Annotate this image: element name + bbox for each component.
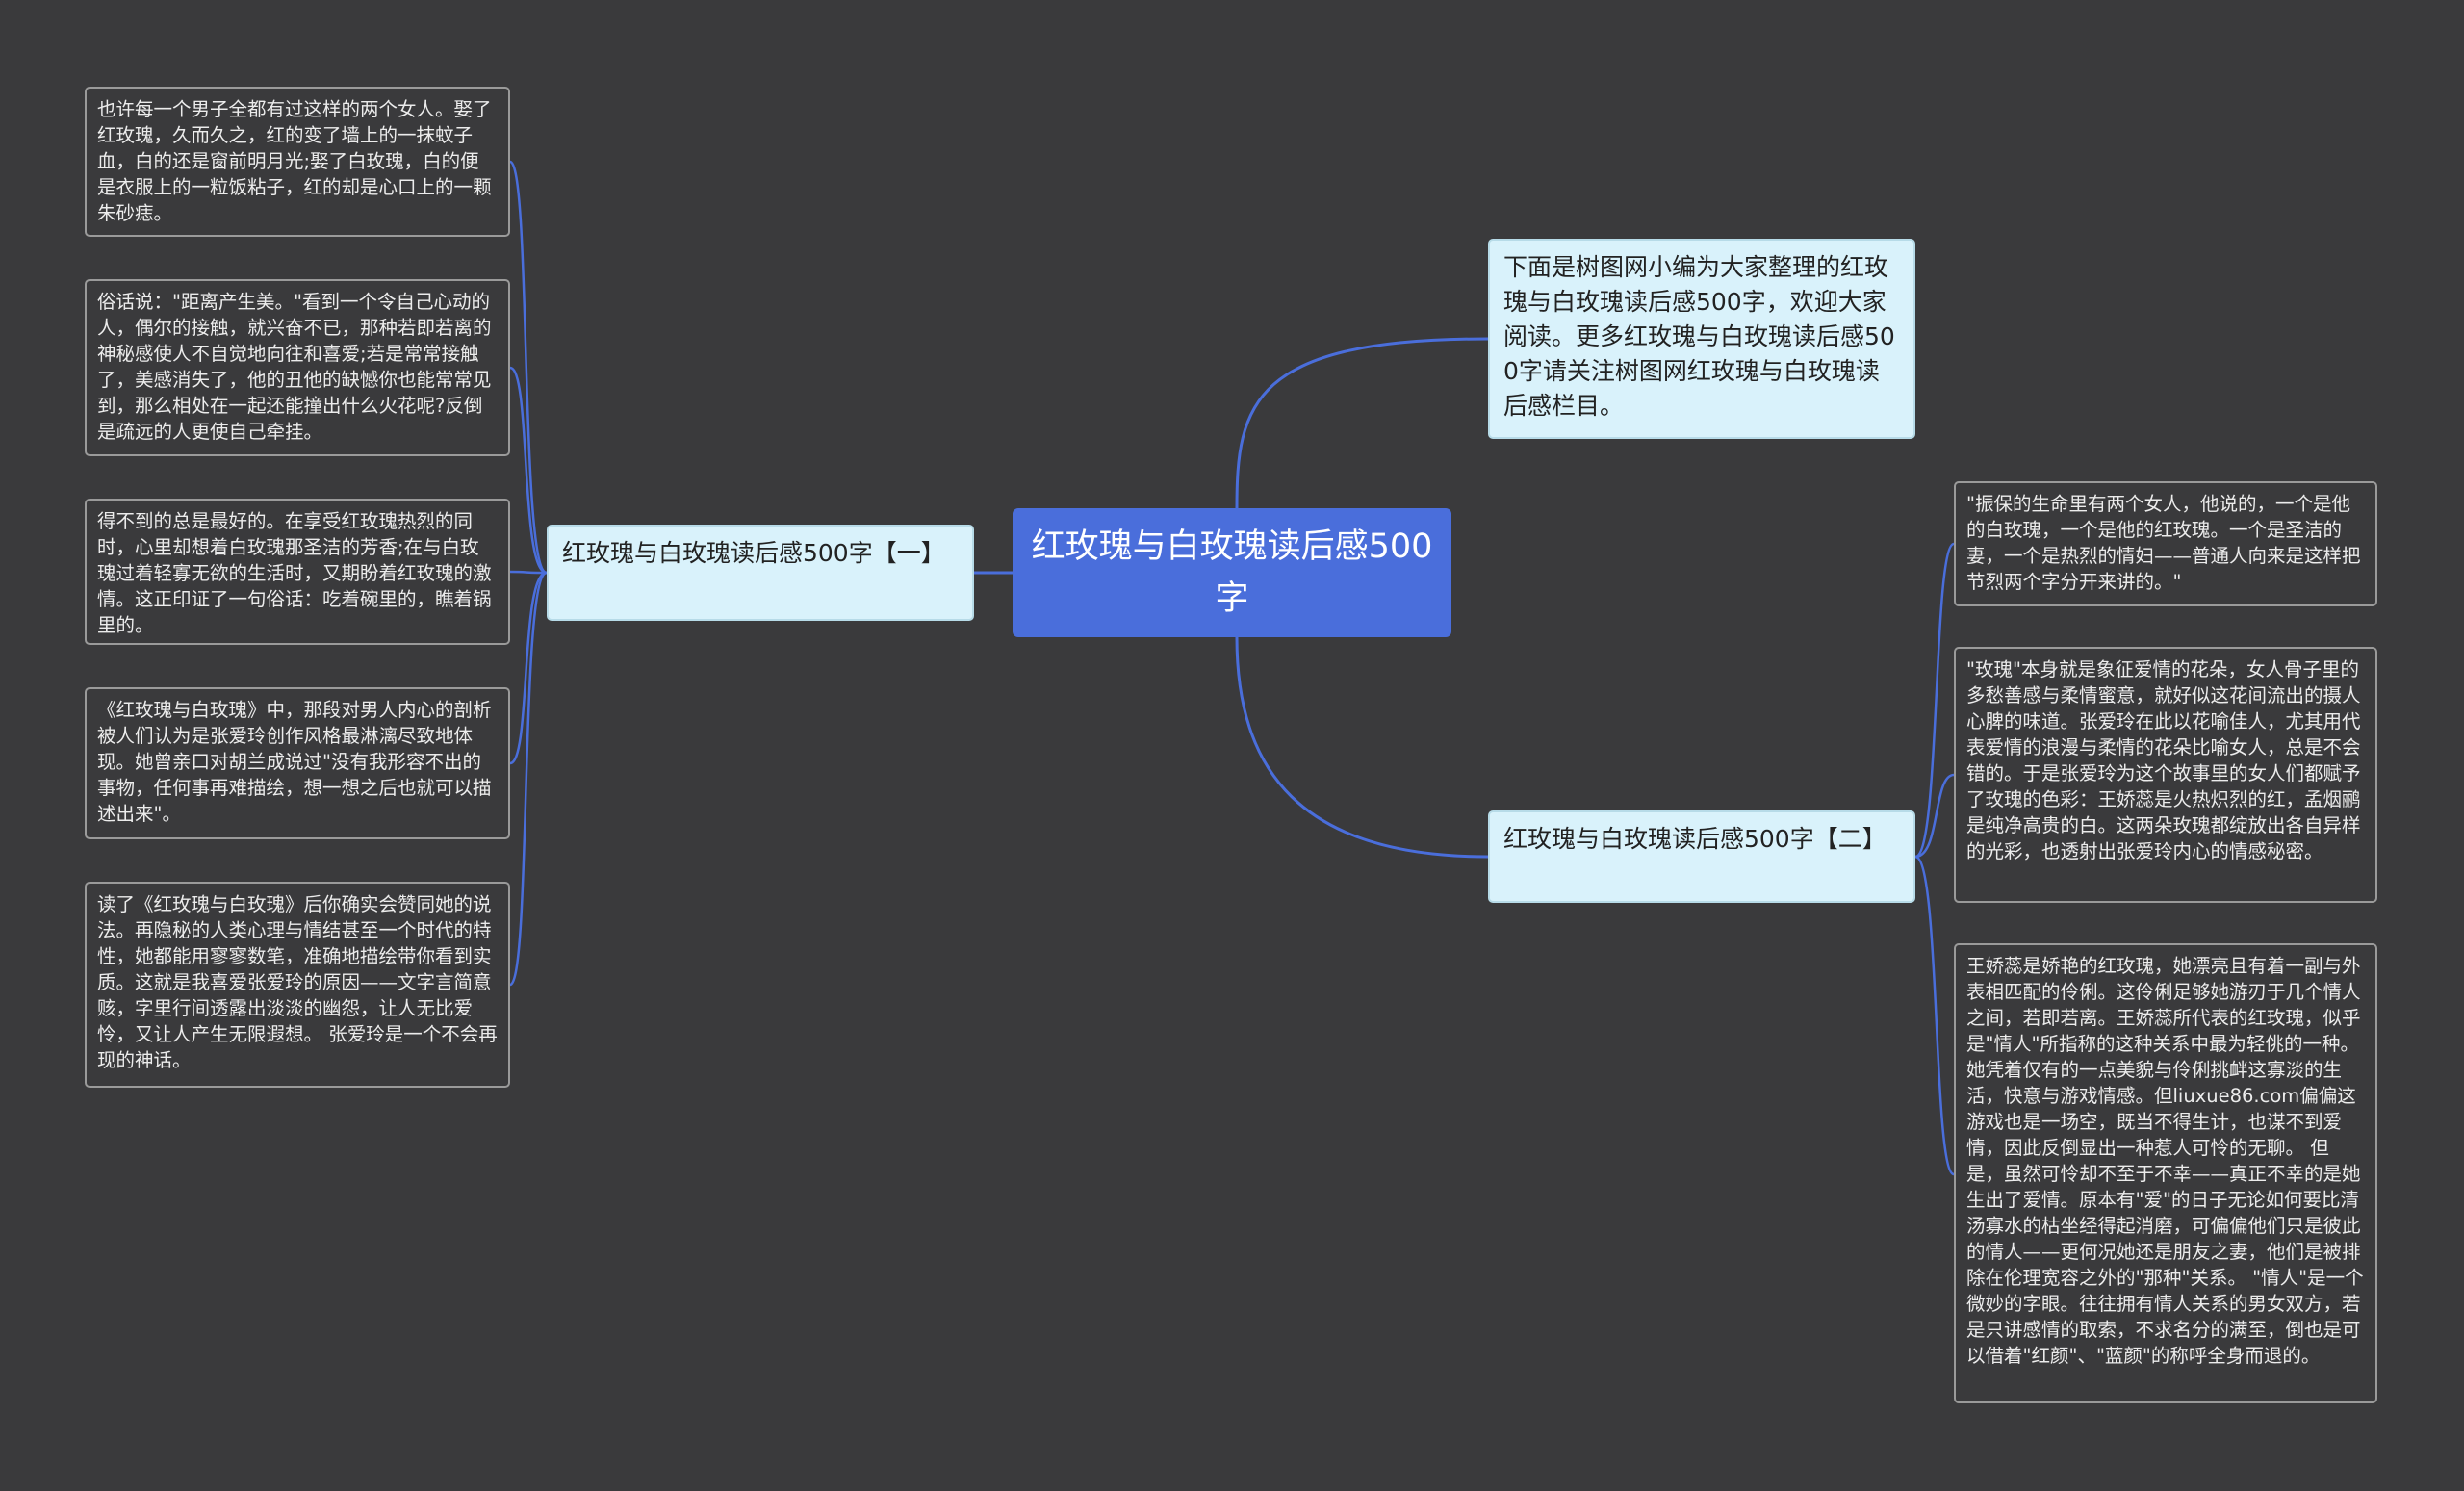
branch-one-leaf-3[interactable]: 得不到的总是最好的。在享受红玫瑰热烈的同时，心里却想着白玫瑰那圣洁的芳香;在与白… bbox=[85, 499, 510, 645]
leaf-text: 《红玫瑰与白玫瑰》中，那段对男人内心的剖析被人们认为是张爱玲创作风格最淋漓尽致地… bbox=[97, 699, 492, 825]
link-branch-one-leaf-3 bbox=[509, 570, 548, 575]
leaf-text: 王娇蕊是娇艳的红玫瑰，她漂亮且有着一副与外表相匹配的伶俐。这伶俐足够她游刃于几个… bbox=[1966, 955, 2364, 1367]
leaf-text: "振保的生命里有两个女人，他说的，一个是他的白玫瑰，一个是他的红玫瑰。一个是圣洁… bbox=[1966, 493, 2361, 593]
leaf-text: "玫瑰"本身就是象征爱情的花朵，女人骨子里的多愁善感与柔情蜜意，就好似这花间流出… bbox=[1966, 658, 2361, 862]
branch-one-leaf-5[interactable]: 读了《红玫瑰与白玫瑰》后你确实会赞同她的说法。再隐秘的人类心理与情结甚至一个时代… bbox=[85, 882, 510, 1088]
link-branch-two-leaf-1 bbox=[1914, 542, 1956, 859]
branch-one-label: 红玫瑰与白玫瑰读后感500字【一】 bbox=[562, 539, 945, 567]
link-root-intro bbox=[1235, 337, 1489, 509]
branch-two-leaf-2[interactable]: "玫瑰"本身就是象征爱情的花朵，女人骨子里的多愁善感与柔情蜜意，就好似这花间流出… bbox=[1954, 647, 2377, 903]
branch-two-leaf-1[interactable]: "振保的生命里有两个女人，他说的，一个是他的白玫瑰，一个是他的红玫瑰。一个是圣洁… bbox=[1954, 481, 2377, 606]
leaf-text: 读了《红玫瑰与白玫瑰》后你确实会赞同她的说法。再隐秘的人类心理与情结甚至一个时代… bbox=[97, 893, 498, 1071]
intro-node[interactable]: 下面是树图网小编为大家整理的红玫瑰与白玫瑰读后感500字，欢迎大家阅读。更多红玫… bbox=[1488, 239, 1915, 439]
branch-one-leaf-4[interactable]: 《红玫瑰与白玫瑰》中，那段对男人内心的剖析被人们认为是张爱玲创作风格最淋漓尽致地… bbox=[85, 687, 510, 839]
root-label: 红玫瑰与白玫瑰读后感500字 bbox=[1031, 527, 1433, 618]
link-branch-one-leaf-4 bbox=[509, 571, 548, 765]
link-branch-two-leaf-3 bbox=[1914, 855, 1956, 1176]
leaf-text: 得不到的总是最好的。在享受红玫瑰热烈的同时，心里却想着白玫瑰那圣洁的芳香;在与白… bbox=[97, 510, 492, 636]
branch-one-node[interactable]: 红玫瑰与白玫瑰读后感500字【一】 bbox=[547, 525, 974, 621]
link-branch-one-leaf-2 bbox=[509, 366, 548, 575]
branch-two-label: 红玫瑰与白玫瑰读后感500字【二】 bbox=[1503, 825, 1886, 853]
leaf-text: 也许每一个男子全都有过这样的两个女人。娶了红玫瑰，久而久之，红的变了墙上的一抹蚊… bbox=[97, 98, 492, 224]
link-branch-one-leaf-1 bbox=[508, 160, 548, 575]
link-branch-two-leaf-2 bbox=[1914, 773, 1955, 859]
leaf-text: 俗话说："距离产生美。"看到一个令自己心动的人，偶尔的接触，就兴奋不已，那种若即… bbox=[97, 291, 492, 443]
root-node[interactable]: 红玫瑰与白玫瑰读后感500字 bbox=[1013, 508, 1451, 637]
branch-two-node[interactable]: 红玫瑰与白玫瑰读后感500字【二】 bbox=[1488, 810, 1915, 903]
link-root-branch-two bbox=[1235, 636, 1489, 859]
branch-one-leaf-2[interactable]: 俗话说："距离产生美。"看到一个令自己心动的人，偶尔的接触，就兴奋不已，那种若即… bbox=[85, 279, 510, 456]
branch-one-leaf-1[interactable]: 也许每一个男子全都有过这样的两个女人。娶了红玫瑰，久而久之，红的变了墙上的一抹蚊… bbox=[85, 87, 510, 237]
intro-text: 下面是树图网小编为大家整理的红玫瑰与白玫瑰读后感500字，欢迎大家阅读。更多红玫… bbox=[1503, 253, 1895, 420]
link-branch-one-leaf-5 bbox=[508, 571, 548, 987]
branch-two-leaf-3[interactable]: 王娇蕊是娇艳的红玫瑰，她漂亮且有着一副与外表相匹配的伶俐。这伶俐足够她游刃于几个… bbox=[1954, 943, 2377, 1403]
